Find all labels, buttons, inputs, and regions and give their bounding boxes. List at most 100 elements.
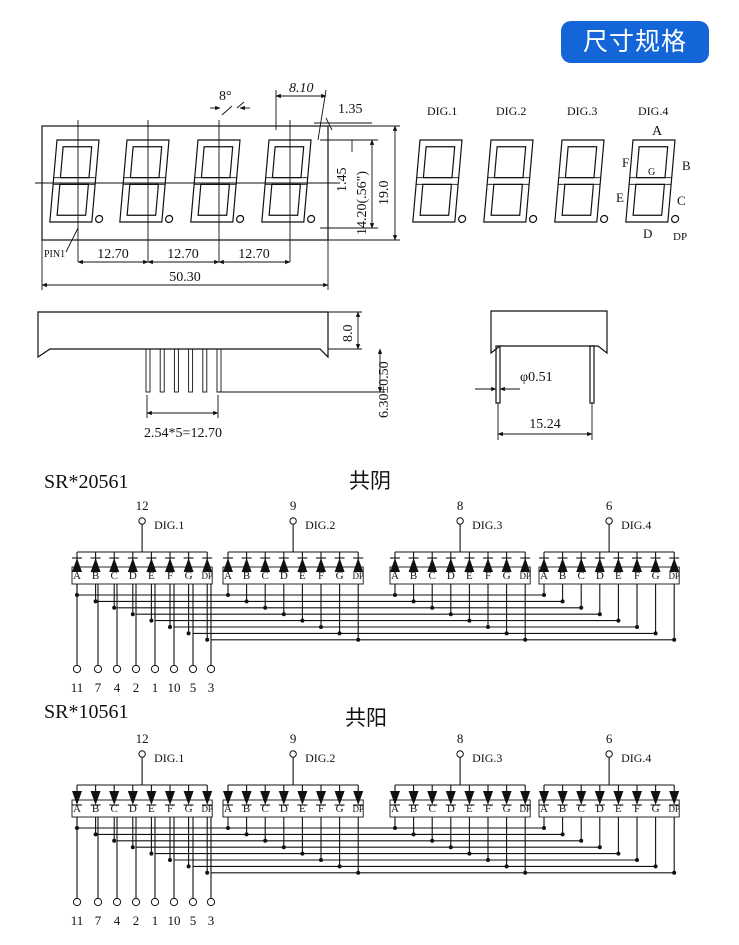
diode-schem2-4-4 bbox=[613, 791, 624, 805]
seg-label-schem1-2-2: C bbox=[262, 570, 269, 582]
cathode-type-label: 共阴 bbox=[349, 469, 391, 493]
diode-schem2-3-1 bbox=[408, 791, 419, 805]
legend-digit-1 bbox=[412, 139, 467, 224]
diode-schem1-4-0 bbox=[539, 558, 549, 572]
pin-dia-label: φ0.51 bbox=[520, 370, 553, 385]
dig4-label: DIG.4 bbox=[638, 104, 668, 118]
diode-schem2-3-5 bbox=[483, 791, 493, 805]
dig1-label: DIG.1 bbox=[427, 104, 457, 118]
legend-digit-2-upper-hole bbox=[493, 146, 527, 179]
diode-schem2-4-1 bbox=[557, 791, 568, 805]
seg-label-schem2-1-1: B bbox=[92, 803, 99, 815]
legend-digit-1-dp bbox=[457, 214, 467, 224]
seg-label-schem2-4-3: D bbox=[596, 803, 604, 815]
diode-schem1-4-6 bbox=[650, 558, 661, 572]
diode-schem2-2-5 bbox=[316, 791, 326, 805]
common-pin-schem2-2 bbox=[289, 750, 297, 758]
seg-label-schem2-3-2: C bbox=[429, 803, 436, 815]
row-spacing-label: 15.24 bbox=[529, 417, 561, 432]
label-box-schem2-1 bbox=[71, 799, 213, 818]
seg-label-schem1-4-3: D bbox=[596, 570, 604, 582]
seg-label-schem2-3-6: G bbox=[503, 803, 511, 815]
seg-label-schem2-2-4: E bbox=[299, 803, 306, 815]
junction-schem2-1-4 bbox=[149, 851, 154, 856]
common-pin-schem2-3 bbox=[456, 750, 464, 758]
seg-pin-schem2-7 bbox=[206, 897, 216, 907]
legend-digit-3-dp bbox=[599, 214, 609, 224]
side-pins bbox=[145, 348, 222, 393]
seg-label-schem2-4-4: E bbox=[615, 803, 622, 815]
diode-schem1-1-0 bbox=[72, 558, 82, 572]
seg-label-schem2-3-1: B bbox=[410, 803, 417, 815]
seg-g-label: G bbox=[648, 167, 655, 178]
angle-line-a bbox=[221, 105, 233, 116]
legend-digit-1-outer bbox=[412, 139, 463, 223]
diode-schem2-2-4 bbox=[297, 791, 308, 805]
seg-label-schem2-3-7: DP bbox=[519, 804, 531, 814]
seg-d-label: D bbox=[643, 226, 652, 241]
junction-schem1-1-4 bbox=[149, 618, 154, 623]
diode-schem1-2-7 bbox=[353, 558, 364, 572]
seg-pin-label-schem2-6: 5 bbox=[190, 913, 197, 928]
seg-label-schem1-2-3: D bbox=[280, 570, 288, 582]
diode-schem1-3-5 bbox=[483, 558, 493, 572]
diode-schem2-1-3 bbox=[127, 791, 138, 805]
seg-label-schem1-2-5: F bbox=[318, 570, 324, 582]
diode-schem2-1-4 bbox=[146, 791, 157, 805]
legend-digit-3-lower-hole bbox=[561, 183, 595, 216]
seg-label-schem2-2-2: C bbox=[262, 803, 269, 815]
common-pin-schem2-1 bbox=[138, 750, 146, 758]
common-pin-schem1-2 bbox=[289, 517, 297, 525]
diode-schem2-2-6 bbox=[334, 791, 345, 805]
seg-pin-label-schem2-2: 4 bbox=[114, 913, 121, 928]
seg-label-schem1-2-4: E bbox=[299, 570, 306, 582]
seg-pin-label-schem2-5: 10 bbox=[168, 913, 181, 928]
seg-label-schem1-1-7: DP bbox=[201, 571, 213, 581]
top-digit-3-upper-hole bbox=[200, 146, 234, 179]
diode-schem1-1-2 bbox=[109, 558, 120, 572]
seg-label-schem2-3-0: A bbox=[391, 803, 399, 815]
legend-digit-4 bbox=[625, 139, 680, 224]
seg-pin-schem2-2 bbox=[112, 897, 122, 907]
seg-pin-schem2-4 bbox=[150, 897, 160, 907]
total-width-label: 50.30 bbox=[169, 270, 201, 285]
diode-schem2-2-7 bbox=[353, 791, 364, 805]
seg-e-label: E bbox=[616, 190, 624, 205]
common-pin-schem1-3 bbox=[456, 517, 464, 525]
seg-pin-label-schem1-1: 7 bbox=[95, 680, 102, 695]
seg-pin-schem1-5 bbox=[169, 664, 179, 674]
pitch-label-3: 12.70 bbox=[238, 247, 270, 262]
seg-label-schem2-1-3: D bbox=[129, 803, 137, 815]
seg-label-schem1-3-5: F bbox=[485, 570, 491, 582]
common-pin-label-schem2-2: 9 bbox=[290, 731, 297, 746]
diode-schem1-1-5 bbox=[165, 558, 175, 572]
seg-pin-schem1-7 bbox=[206, 664, 216, 674]
diode-schem1-4-7 bbox=[669, 558, 680, 572]
cathode-part-number: SR*20561 bbox=[44, 471, 128, 493]
top-digit-4-lower-hole bbox=[268, 183, 302, 216]
anode-type-label: 共阳 bbox=[345, 706, 387, 730]
seg-b-label: B bbox=[682, 158, 691, 173]
seg-pin-label-schem2-4: 1 bbox=[152, 913, 159, 928]
legend-digits bbox=[412, 139, 680, 224]
side-pin-1 bbox=[145, 348, 151, 393]
common-pin-label-schem2-3: 8 bbox=[457, 731, 464, 746]
offset-label: 1.35 bbox=[338, 102, 363, 117]
diode-schem1-3-2 bbox=[427, 558, 438, 572]
seg-dp-label: DP bbox=[673, 231, 687, 243]
label-box-schem1-4 bbox=[538, 566, 680, 585]
top-digit-2 bbox=[119, 139, 174, 224]
common-pin-schem2-4 bbox=[605, 750, 613, 758]
diode-schem1-1-3 bbox=[127, 558, 138, 572]
top-digit-1-lower-hole bbox=[56, 183, 90, 216]
seg-pin-label-schem1-3: 2 bbox=[133, 680, 140, 695]
seg-pin-label-schem1-6: 5 bbox=[190, 680, 197, 695]
seg-label-schem2-3-5: F bbox=[485, 803, 491, 815]
seg-label-schem2-1-4: E bbox=[148, 803, 155, 815]
schem-dig-label-schem1-4: DIG.4 bbox=[621, 518, 651, 532]
common-pin-label-schem2-1: 12 bbox=[136, 731, 149, 746]
seg-pin-schem2-5 bbox=[169, 897, 179, 907]
common-pin-schem1-4 bbox=[605, 517, 613, 525]
legend-digit-1-upper-hole bbox=[422, 146, 456, 179]
top-digit-4-dp bbox=[306, 214, 316, 224]
